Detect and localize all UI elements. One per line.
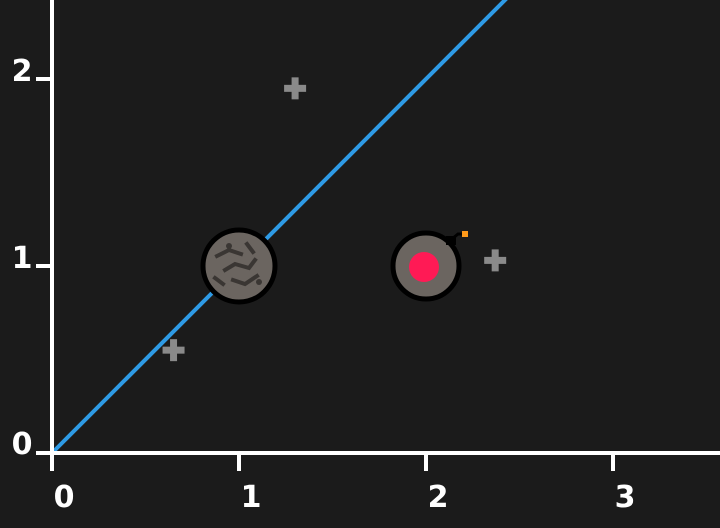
y-tick-label: 0 xyxy=(12,427,33,462)
y-tick-label: 1 xyxy=(12,241,33,276)
axes xyxy=(36,0,720,471)
tick-labels: 0 1 2 3 0 1 2 xyxy=(12,54,636,515)
plus-icon xyxy=(284,77,307,100)
plus-icon xyxy=(162,339,185,362)
bomb-icon[interactable] xyxy=(390,230,468,302)
markers-layer xyxy=(162,77,507,362)
y-tick-label: 2 xyxy=(12,54,33,89)
x-tick-label: 3 xyxy=(615,480,636,515)
x-tick-label: 0 xyxy=(54,480,75,515)
fuse-spark-icon xyxy=(462,231,468,237)
trajectory-layer xyxy=(50,0,508,455)
x-tick-label: 1 xyxy=(241,480,262,515)
rock-icon[interactable] xyxy=(200,227,278,305)
objects-layer xyxy=(200,227,468,305)
plus-icon xyxy=(484,249,507,272)
x-tick-label: 2 xyxy=(428,480,449,515)
trajectory-line xyxy=(50,0,508,455)
